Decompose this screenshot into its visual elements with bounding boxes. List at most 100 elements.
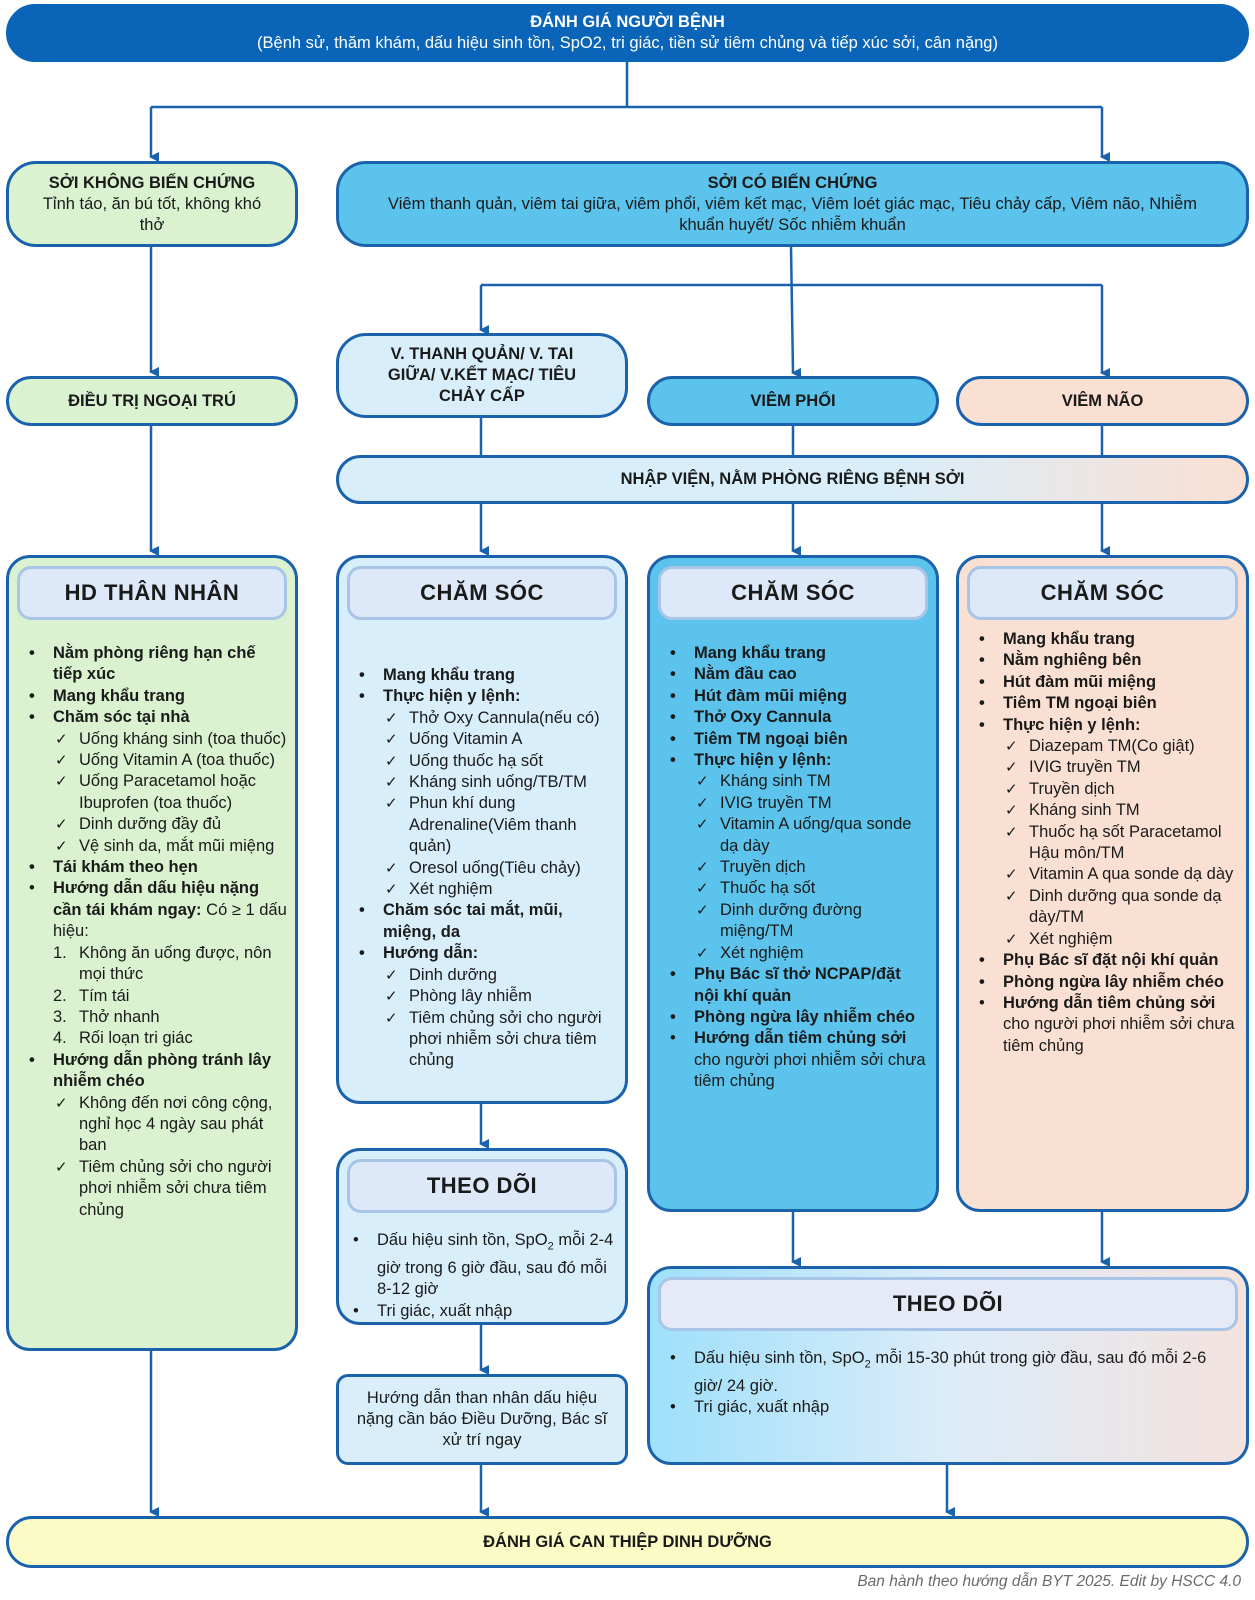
monitor-bc-vitals: Dấu hiệu sinh tồn, SpO2 mỗi 15-30 phút t… [670, 1348, 1232, 1397]
list-item: Diazepam TM(Co giật) [1005, 736, 1240, 758]
list-item: Thuốc hạ sốt [696, 878, 930, 900]
care-c-vaccination: Hướng dẫn tiêm chủng sởi cho người phơi … [979, 993, 1240, 1057]
list-item: 4.Rối loạn tri giác [53, 1028, 289, 1049]
care-b-orders-label: Thực hiện y lệnh: [694, 751, 832, 770]
list-item: Thở Oxy Cannula(nếu có) [385, 708, 619, 730]
list-item: Xét nghiệm [696, 943, 930, 965]
danger-signs-list: 1.Không ăn uống được, nôn mọi thức 2.Tím… [53, 943, 289, 1050]
list-item: 2.Tím tái [53, 986, 289, 1007]
family-guidance-card: HD THÂN NHÂN Nằm phòng riêng hạn chế tiế… [6, 555, 298, 1351]
arrow-to-pneumonia [789, 246, 802, 378]
care-b-item: Tiêm TM ngoại biên [670, 729, 930, 751]
care-b-vaccination: Hướng dẫn tiêm chủng sởi cho người phơi … [670, 1028, 930, 1092]
care-c-list: Mang khẩu trang Nằm nghiêng bên Hút đàm … [959, 629, 1240, 1057]
list-number: 3. [53, 1007, 67, 1026]
list-item: 3. Thở nhanh [53, 1007, 289, 1028]
header-title: ĐÁNH GIÁ NGƯỜI BỆNH [530, 13, 725, 31]
list-item: Dinh dưỡng qua sonde dạ dày/TM [1005, 886, 1240, 929]
list-item: Vitamin A uống/qua sonde dạ dày [696, 814, 930, 857]
monitor-laryngitis-card: THEO DÕI Dấu hiệu sinh tồn, SpO2 mỗi 2-4… [336, 1148, 628, 1325]
list-item: Kháng sinh TM [1005, 800, 1240, 822]
monitor-a-list: Dấu hiệu sinh tồn, SpO2 mỗi 2-4 giờ tron… [333, 1230, 619, 1322]
list-item: Uống Vitamin A (toa thuốc) [55, 750, 289, 772]
care-b-item: Nằm đầu cao [670, 664, 930, 686]
list-item: Xét nghiệm [1005, 929, 1240, 951]
branch-laryngitis-box: V. THANH QUẢN/ V. TAI GIỮA/ V.KẾT MẠC/ T… [336, 333, 628, 418]
care-a-orders-label: Thực hiện y lệnh: [383, 687, 521, 706]
admission-label: NHẬP VIỆN, NẰM PHÒNG RIÊNG BỆNH SỞI [620, 470, 965, 488]
care-laryngitis-card: CHĂM SÓC Mang khẩu trang Thực hiện y lện… [336, 555, 628, 1104]
care-c-item: Hút đàm mũi miệng [979, 672, 1240, 694]
list-text: Thở nhanh [79, 1007, 160, 1026]
list-item: Uống kháng sinh (toa thuốc) [55, 729, 289, 751]
care-a-orders-sublist: Thở Oxy Cannula(nếu có) Uống Vitamin A U… [383, 708, 619, 901]
care-b-item: Hút đàm mũi miệng [670, 686, 930, 708]
list-item: Vệ sinh da, mắt mũi miệng [55, 836, 289, 858]
care-encephalitis-card: CHĂM SÓC Mang khẩu trang Nằm nghiêng bên… [956, 555, 1249, 1212]
family-list: Nằm phòng riêng hạn chế tiếp xúc Mang kh… [9, 643, 289, 1221]
care-c-item: Nằm nghiêng bên [979, 650, 1240, 672]
branch-pneumonia-label: VIÊM PHỔI [750, 391, 836, 410]
vitals-post: mỗi 15-30 phút trong giờ đầu, sau đó mỗi… [694, 1349, 1207, 1395]
list-item: Thuốc hạ sốt Paracetamol Hậu môn/TM [1005, 822, 1240, 865]
family-danger-guidance-box: Hướng dẫn than nhân dấu hiệu nặng cần bá… [336, 1374, 628, 1465]
family-item-followup: Tái khám theo hẹn [29, 857, 289, 879]
care-c-intubation: Phụ Bác sĩ đặt nội khí quản [979, 950, 1240, 972]
footer-credit: Ban hành theo hướng dẫn BYT 2025. Edit b… [857, 1573, 1241, 1590]
uncomplicated-desc: Tỉnh táo, ăn bú tốt, không khó thở [42, 194, 262, 234]
list-item: Oresol uống(Tiêu chảy) [385, 858, 619, 880]
care-c-orders-sublist: Diazepam TM(Co giật) IVIG truyền TM Truy… [1003, 736, 1240, 950]
complicated-title: SỞI CÓ BIẾN CHỨNG [707, 173, 878, 192]
family-danger-guidance-text: Hướng dẫn than nhân dấu hiệu nặng cần bá… [356, 1389, 608, 1449]
care-b-orders-sublist: Kháng sinh TM IVIG truyền TM Vitamin A u… [694, 771, 930, 964]
list-item: Không đến nơi công cộng, nghỉ học 4 ngày… [55, 1093, 289, 1157]
care-c-item: Tiêm TM ngoại biên [979, 693, 1240, 715]
list-text: Rối loạn tri giác [79, 1029, 193, 1048]
family-home-care-label: Chăm sóc tại nhà [53, 708, 190, 727]
monitor-bc-list: Dấu hiệu sinh tồn, SpO2 mỗi 15-30 phút t… [650, 1348, 1232, 1419]
monitor-a-vitals: Dấu hiệu sinh tồn, SpO2 mỗi 2-4 giờ tron… [353, 1230, 619, 1301]
cross-infection-label: Hướng dẫn phòng tránh lây nhiễm chéo [53, 1050, 272, 1091]
care-c-item: Mang khẩu trang [979, 629, 1240, 651]
care-b-title: CHĂM SÓC [658, 566, 928, 620]
header-subtitle: (Bệnh sử, thăm khám, dấu hiệu sinh tồn, … [257, 34, 998, 52]
list-item: Kháng sinh uống/TB/TM [385, 772, 619, 794]
list-item: IVIG truyền TM [696, 793, 930, 815]
nutrition-assessment-label: ĐÁNH GIÁ CAN THIỆP DINH DƯỠNG [483, 1532, 772, 1551]
outpatient-label: ĐIỀU TRỊ NGOẠI TRÚ [68, 391, 236, 410]
care-a-guidance-sublist: Dinh dưỡng Phòng lây nhiễm Tiêm chủng sở… [383, 965, 619, 1072]
care-b-vaccination-rest: cho người phơi nhiễm sởi chưa tiêm chủng [694, 1050, 926, 1091]
list-item: Tiêm chủng sởi cho người phơi nhiễm sởi … [385, 1008, 619, 1072]
family-item-isolation: Nằm phòng riêng hạn chế tiếp xúc [29, 643, 289, 686]
list-item: Truyền dịch [1005, 779, 1240, 801]
vitals-post: mỗi 2-4 giờ trong 6 giờ đầu, sau đó mỗi … [377, 1231, 614, 1299]
patient-assessment-header: ĐÁNH GIÁ NGƯỜI BỆNH (Bệnh sử, thăm khám,… [6, 4, 1249, 62]
monitor-a-title: THEO DÕI [347, 1159, 617, 1213]
family-home-care-sublist: Uống kháng sinh (toa thuốc) Uống Vitamin… [53, 729, 289, 858]
care-a-guidance: Hướng dẫn: Dinh dưỡng Phòng lây nhiễm Ti… [359, 943, 619, 1072]
branch-encephalitis-label: VIÊM NÃO [1061, 391, 1144, 410]
list-item: Vitamin A qua sonde dạ dày [1005, 864, 1240, 886]
care-b-item: Thở Oxy Cannula [670, 707, 930, 729]
care-c-title: CHĂM SÓC [967, 566, 1238, 620]
branch-pneumonia-box: VIÊM PHỔI [647, 376, 939, 426]
vitals-pre: Dấu hiệu sinh tồn, SpO [377, 1231, 548, 1249]
branch-laryngitis-label: V. THANH QUẢN/ V. TAI GIỮA/ V.KẾT MẠC/ T… [387, 345, 577, 405]
outpatient-box: ĐIỀU TRỊ NGOẠI TRÚ [6, 376, 298, 426]
nutrition-assessment-box: ĐÁNH GIÁ CAN THIỆP DINH DƯỠNG [6, 1516, 1249, 1568]
complicated-desc: Viêm thanh quản, viêm tai giữa, viêm phổ… [388, 194, 1197, 234]
family-item-home-care: Chăm sóc tại nhà Uống kháng sinh (toa th… [29, 707, 289, 858]
monitor-bc-consciousness: Tri giác, xuất nhập [670, 1397, 1232, 1419]
care-b-cross-infection: Phòng ngừa lây nhiễm chéo [670, 1007, 930, 1029]
monitor-a-consciousness: Tri giác, xuất nhập [353, 1301, 619, 1323]
list-text: Tím tái [79, 986, 130, 1005]
list-item: Uống Paracetamol hoặc Ibuprofen (toa thu… [55, 771, 289, 814]
complicated-measles-box: SỞI CÓ BIẾN CHỨNG Viêm thanh quản, viêm … [336, 161, 1249, 247]
uncomplicated-measles-box: SỞI KHÔNG BIẾN CHỨNG Tỉnh táo, ăn bú tốt… [6, 161, 298, 247]
monitor-bc-title: THEO DÕI [658, 1277, 1238, 1331]
family-item-danger-signs: Hướng dẫn dấu hiệu nặng cần tái khám nga… [29, 878, 289, 1050]
care-a-mask: Mang khẩu trang [359, 665, 619, 687]
list-item: Xét nghiệm [385, 879, 619, 901]
care-a-hygiene: Chăm sóc tai mắt, mũi, miệng, da [359, 900, 619, 943]
care-a-orders: Thực hiện y lệnh: Thở Oxy Cannula(nếu có… [359, 686, 619, 901]
